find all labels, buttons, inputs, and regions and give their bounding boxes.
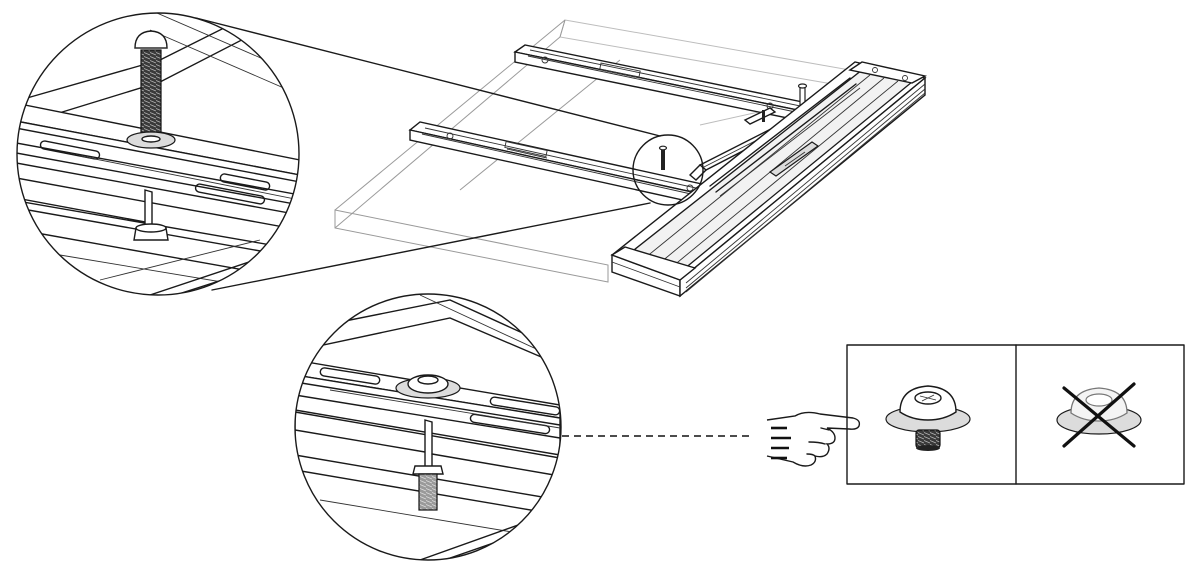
- front-frame: [610, 61, 927, 298]
- upper-rail: [513, 44, 824, 124]
- washer-icon: [126, 131, 176, 149]
- correct-screw-seated-icon: [885, 385, 971, 451]
- callout-lines: [195, 17, 661, 291]
- comparison-box: [846, 344, 1185, 485]
- lower-rail: [408, 121, 722, 207]
- zoom-target-circle: [632, 134, 704, 206]
- screw-icon: [134, 30, 168, 139]
- screw-icon: [412, 465, 444, 511]
- zoom-detail-screw-seated: [294, 293, 562, 561]
- zoom-detail-screw-above: [16, 12, 300, 296]
- pointing-hand-icon: [766, 411, 861, 467]
- incorrect-screw-crossed-icon: [1056, 382, 1142, 448]
- screw-icon: [658, 145, 668, 170]
- main-assembly-view: [334, 19, 927, 298]
- nut-icon: [133, 223, 169, 241]
- cross-mark-icon: [1062, 382, 1136, 448]
- washer-icon: [395, 374, 461, 399]
- side-frame: [709, 77, 861, 197]
